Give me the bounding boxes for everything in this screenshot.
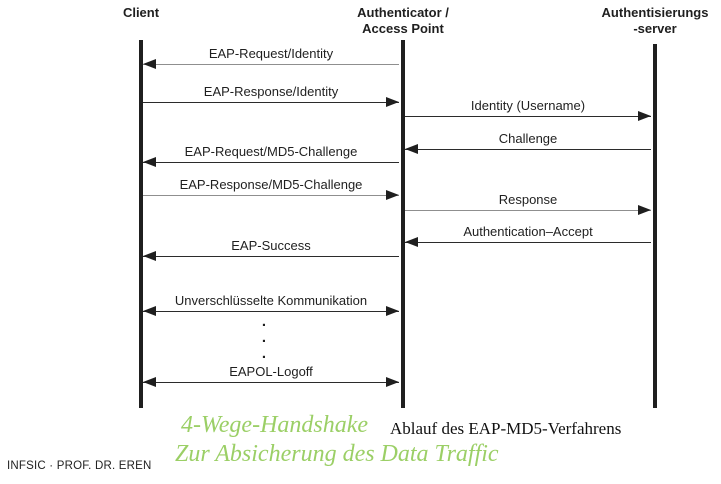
message-arrow-challenge: Challenge (405, 129, 651, 154)
handshake-caption-line2: Zur Absicherung des Data Traffic (175, 441, 499, 467)
actor-label-authentication-server: Authentisierungs -server (601, 5, 709, 36)
lifeline-authenticator (401, 40, 405, 408)
arrowhead-right-icon (386, 97, 399, 107)
arrowhead-left-icon (405, 144, 418, 154)
message-label: EAP-Request/Identity (208, 46, 334, 61)
message-arrow-eapol-logoff: EAPOL-Logoff (143, 362, 399, 387)
arrowhead-left-icon (405, 237, 418, 247)
arrow-line (143, 255, 399, 257)
message-arrow-eap-request-md5-challenge: EAP-Request/MD5-Challenge (143, 142, 399, 167)
arrow-line (143, 161, 399, 163)
actor-label-authenticator: Authenticator / Access Point (357, 5, 449, 36)
arrowhead-right-icon (638, 205, 651, 215)
message-label: Response (498, 192, 558, 207)
message-label: EAP-Success (231, 238, 311, 253)
arrow-line (143, 310, 399, 312)
arrowhead-right-icon (386, 377, 399, 387)
message-label: Identity (Username) (470, 98, 586, 113)
arrowhead-right-icon (386, 306, 399, 316)
actor-label-client: Client (122, 5, 160, 20)
arrowhead-left-icon (143, 251, 156, 261)
arrow-line (143, 101, 399, 103)
message-arrow-eap-request-identity: EAP-Request/Identity (143, 44, 399, 69)
message-label: EAP-Request/MD5-Challenge (184, 144, 358, 159)
diagram-caption: Ablauf des EAP-MD5-Verfahrens (390, 419, 622, 438)
arrow-line (143, 381, 399, 383)
message-label: Authentication–Accept (463, 224, 593, 239)
vertical-ellipsis: . . . (261, 313, 267, 362)
message-label: EAPOL-Logoff (229, 364, 313, 379)
arrow-line (405, 115, 651, 117)
arrow-line (143, 63, 399, 65)
arrow-line (405, 209, 651, 211)
message-label: Unverschlüsselte Kommunikation (174, 293, 368, 308)
arrow-line (143, 194, 399, 196)
message-arrow-unverschluesselte-kommunikation: Unverschlüsselte Kommunikation (143, 291, 399, 316)
lifeline-authentication-server (653, 44, 657, 408)
arrowhead-left-icon (143, 59, 156, 69)
arrowhead-right-icon (638, 111, 651, 121)
message-label: EAP-Response/MD5-Challenge (179, 177, 363, 192)
message-arrow-identity-username: Identity (Username) (405, 96, 651, 121)
arrowhead-left-icon (143, 157, 156, 167)
arrowhead-right-icon (386, 190, 399, 200)
lifeline-client (139, 40, 143, 408)
message-arrow-authentication-accept: Authentication–Accept (405, 222, 651, 247)
message-arrow-eap-success: EAP-Success (143, 236, 399, 261)
footer-credit: INFSIC · PROF. DR. EREN (7, 460, 152, 472)
message-label: EAP-Response/Identity (203, 84, 339, 99)
arrowhead-left-icon (143, 377, 156, 387)
handshake-caption-line1: 4-Wege-Handshake (181, 412, 369, 438)
arrow-line (405, 148, 651, 150)
message-arrow-response: Response (405, 190, 651, 215)
message-arrow-eap-response-md5-challenge: EAP-Response/MD5-Challenge (143, 175, 399, 200)
arrowhead-left-icon (143, 306, 156, 316)
message-label: Challenge (498, 131, 558, 146)
message-arrow-eap-response-identity: EAP-Response/Identity (143, 82, 399, 107)
arrow-line (405, 241, 651, 243)
